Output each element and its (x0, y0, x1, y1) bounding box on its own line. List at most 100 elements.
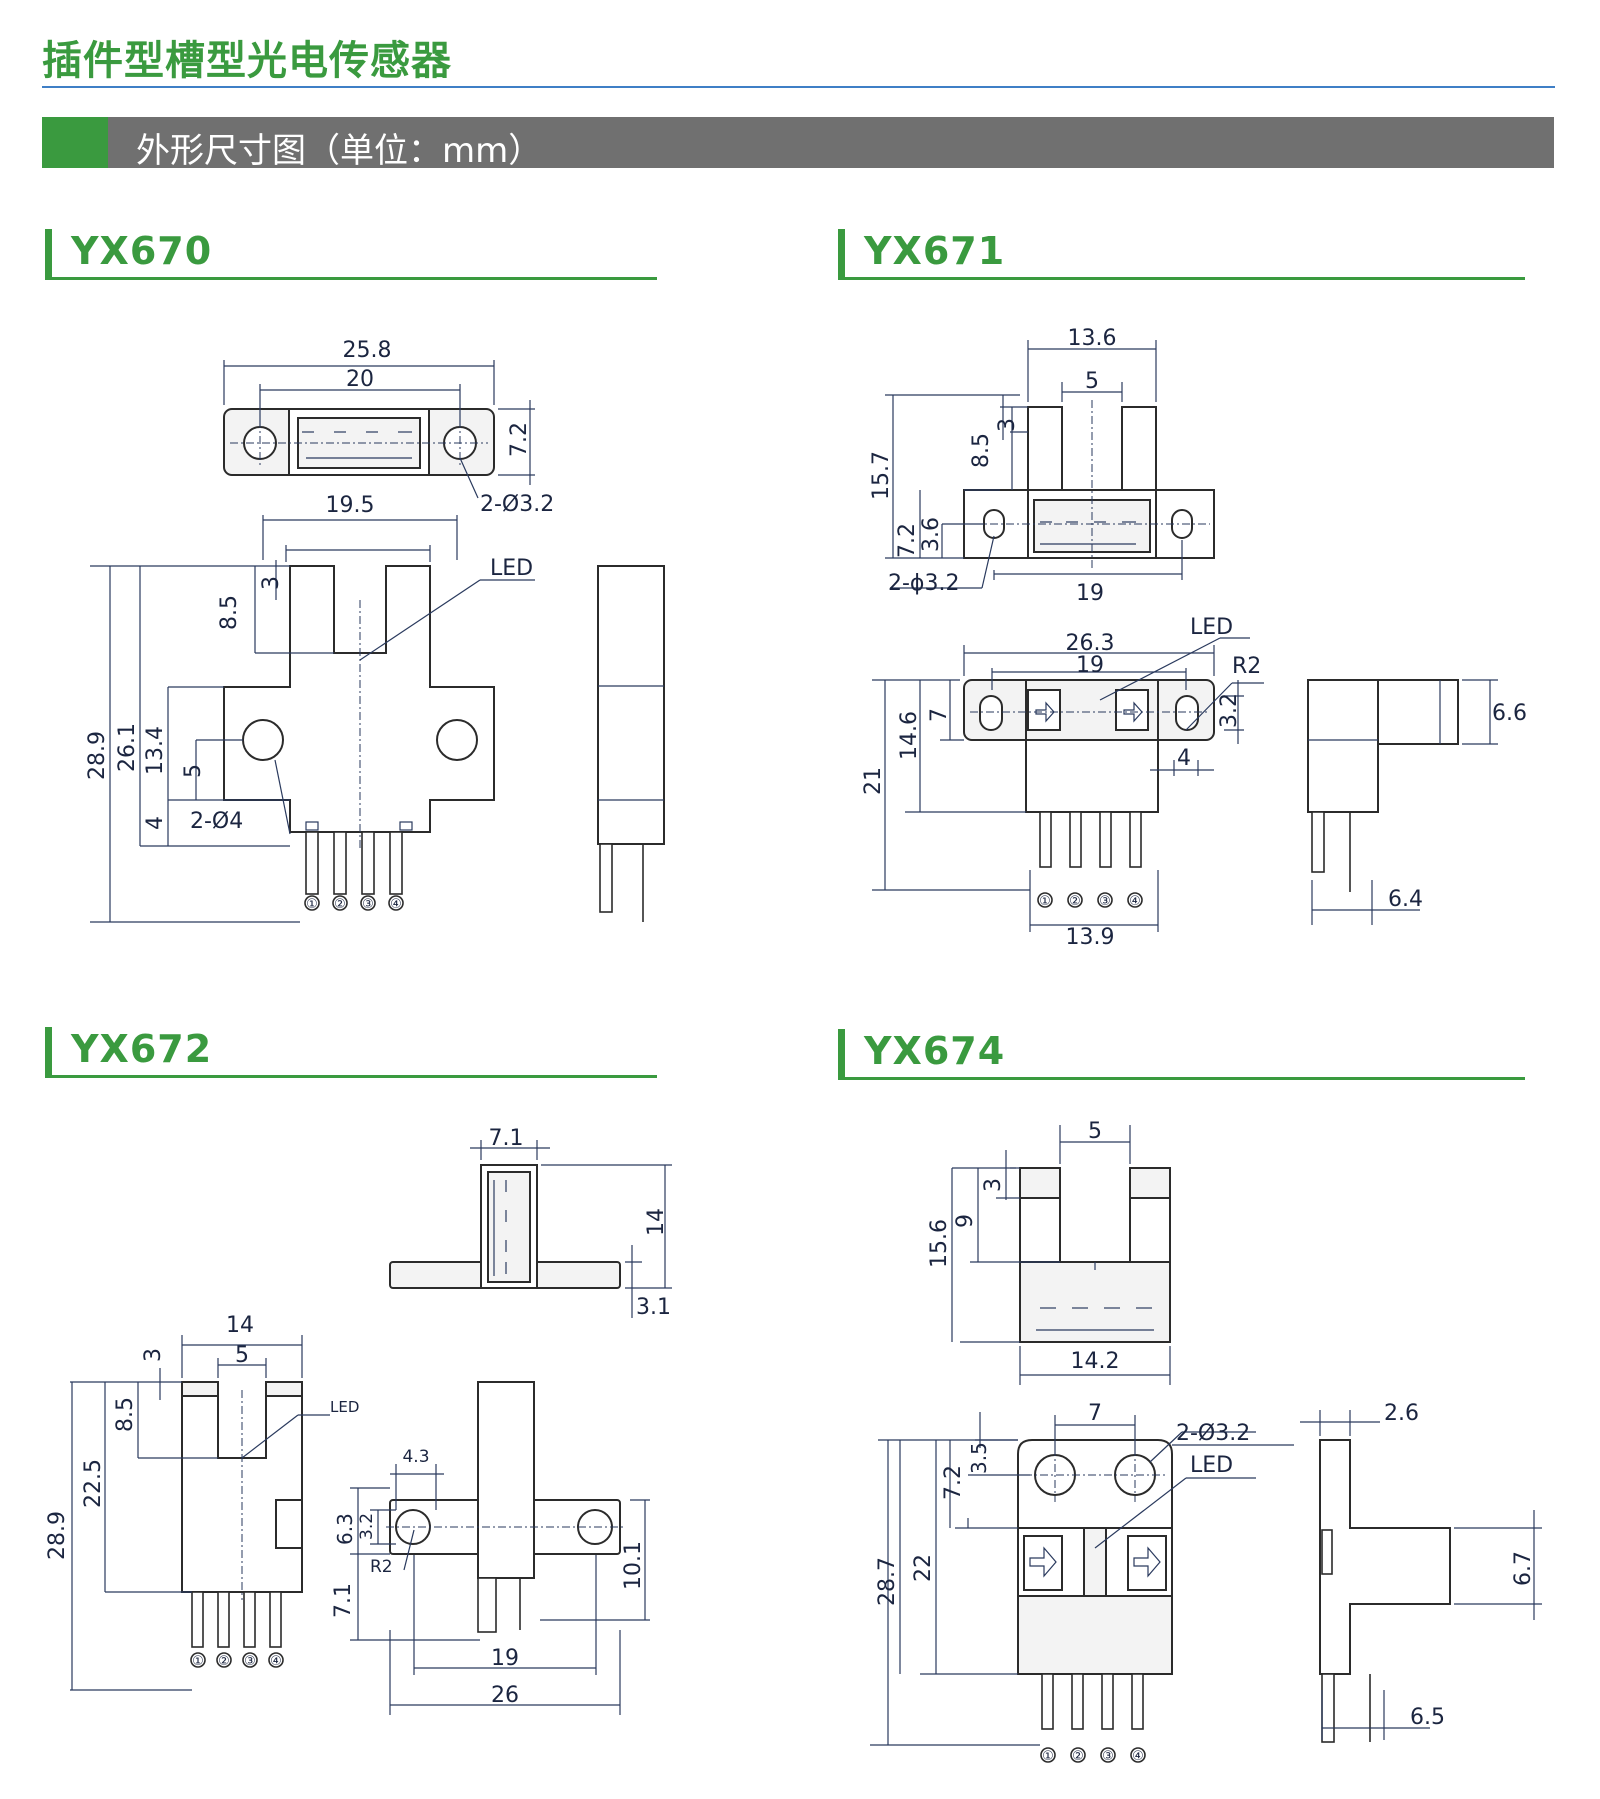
dim-label: 28.9 (85, 731, 110, 780)
led-label: LED (1190, 1453, 1233, 1478)
dim-label: 2-Ø3.2 (1176, 1421, 1250, 1446)
section-heading-yx674: YX674 (838, 1029, 1525, 1080)
pin-label: ② (1072, 1749, 1084, 1764)
pin-label: ③ (362, 897, 374, 912)
dim-label: 3.6 (919, 517, 944, 552)
section-heading-yx672: YX672 (45, 1027, 657, 1078)
dim-label: R2 (370, 1557, 393, 1577)
dim-label: 8.5 (969, 433, 994, 468)
section-accent-bar (838, 1029, 845, 1079)
led-label: LED (1190, 615, 1233, 640)
pin-label: ④ (1132, 1749, 1144, 1764)
dim-label: 5 (181, 764, 206, 778)
dim-label: 5 (1088, 1119, 1102, 1144)
dim-label: 2.6 (1384, 1401, 1419, 1426)
dim-label: 10.1 (621, 1541, 646, 1590)
dim-label: 19 (491, 1646, 519, 1671)
pin-label: ③ (1099, 894, 1111, 909)
dim-label: 15.6 (927, 1219, 952, 1268)
dim-label: 20 (346, 367, 374, 392)
dim-label: 8.5 (113, 1397, 138, 1432)
pin-label: ① (306, 897, 318, 912)
section-underline (45, 1075, 657, 1078)
dim-label: 19 (1076, 581, 1104, 606)
dim-label: 6.4 (1388, 887, 1423, 912)
dim-label: 3.2 (1217, 693, 1242, 728)
dim-label: 22 (911, 1554, 936, 1582)
dim-label: 6.6 (1492, 701, 1527, 726)
dim-label: 13.9 (1066, 925, 1115, 950)
dim-label: 5 (1085, 369, 1099, 394)
dim-label: 14 (226, 1313, 254, 1338)
section-underline (838, 277, 1525, 280)
subtitle-text: 外形尺寸图（单位：mm） (136, 131, 543, 171)
dim-label: 26.1 (115, 723, 140, 772)
dim-label: 25.8 (343, 338, 392, 363)
dim-label: 6.7 (1511, 1551, 1536, 1586)
dim-label: 26 (491, 1683, 519, 1708)
section-underline (838, 1077, 1525, 1080)
dim-label: 2-Ø4 (190, 809, 243, 834)
pin-label: ① (1042, 1749, 1054, 1764)
dim-label: 28.7 (875, 1557, 900, 1606)
dim-label: 3.2 (357, 1513, 377, 1540)
yx670-drawing: 25.8 20 7.2 2-Ø3.2 28.9 26.1 13.4 5 4 8.… (85, 338, 665, 923)
dim-label: 2-Ø3.2 (480, 492, 554, 517)
pin-label: ③ (244, 1654, 256, 1669)
pin-label: ② (218, 1654, 230, 1669)
dim-label: 15.7 (869, 451, 894, 500)
pin-label: ② (334, 897, 346, 912)
dim-label: 7 (927, 708, 952, 722)
subtitle-bar: 外形尺寸图（单位：mm） (42, 117, 1554, 171)
pin-label: ④ (390, 897, 402, 912)
dim-label: 22.5 (81, 1459, 106, 1508)
dim-label: 3 (259, 576, 284, 590)
section-heading-yx670: YX670 (45, 229, 657, 280)
led-label: LED (330, 1398, 359, 1416)
section-underline (45, 277, 657, 280)
yx671-drawing: 13.6 5 3 8.5 15.7 7.2 3.6 2-ϕ3.2 19 (861, 326, 1527, 950)
dim-label: 19.5 (326, 493, 375, 518)
dim-label: 9 (953, 1214, 978, 1228)
pin-label: ① (1039, 894, 1051, 909)
subtitle-accent-block (42, 117, 108, 168)
dim-label: 21 (861, 767, 886, 795)
dim-label: 28.9 (45, 1511, 70, 1560)
dim-label: R2 (1232, 654, 1261, 679)
dim-label: 7 (1088, 1401, 1102, 1426)
dim-label: 4.3 (402, 1447, 429, 1467)
dim-label: 3 (981, 1178, 1006, 1192)
model-name: YX672 (71, 1027, 213, 1071)
dim-label: 2-ϕ3.2 (888, 571, 959, 596)
model-name: YX674 (864, 1029, 1006, 1073)
dim-label: 3 (141, 1348, 166, 1362)
dim-label: 7.1 (331, 1583, 356, 1618)
pin-label: ③ (1102, 1749, 1114, 1764)
dim-label: 8.5 (217, 595, 242, 630)
section-heading-yx671: YX671 (838, 229, 1525, 280)
dim-label: 3 (995, 418, 1020, 432)
pin-label: ④ (270, 1654, 282, 1669)
yx672-drawing: 7.1 14 3.1 14 5 3 LED 8.5 22.5 28.9 ① ② … (45, 1126, 672, 1715)
model-name: YX670 (71, 229, 213, 273)
section-accent-bar (838, 229, 845, 279)
dim-label: 19 (1076, 653, 1104, 678)
dim-label: 7.2 (941, 1465, 966, 1500)
page-title: 插件型槽型光电传感器 (42, 38, 452, 84)
dim-label: 14 (644, 1208, 669, 1236)
dim-label: 7.2 (507, 422, 532, 457)
title-divider (42, 86, 1555, 88)
dim-label: 6.5 (1410, 1705, 1445, 1730)
dim-label: 6.3 (333, 1513, 357, 1545)
pin-label: ④ (1129, 894, 1141, 909)
dim-label: 13.4 (143, 726, 168, 775)
dim-label: 7.1 (489, 1126, 524, 1151)
dim-label: 3.1 (636, 1295, 671, 1320)
model-name: YX671 (864, 229, 1006, 273)
led-label: LED (490, 556, 533, 581)
dim-label: 4 (1177, 746, 1191, 771)
section-accent-bar (45, 229, 52, 279)
dim-label: 26.3 (1066, 631, 1115, 656)
dim-label: 14.2 (1071, 1349, 1120, 1374)
